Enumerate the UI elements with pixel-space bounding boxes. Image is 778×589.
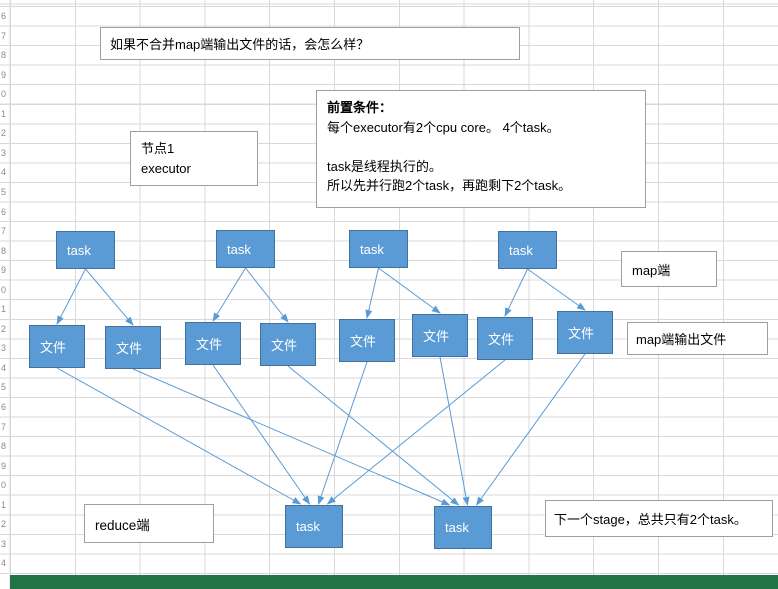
question-note[interactable]: 如果不合并map端输出文件的话，会怎么样？ bbox=[100, 27, 520, 60]
row-number: 1 bbox=[1, 499, 7, 510]
row-number: 2 bbox=[1, 128, 7, 139]
next-stage-note[interactable]: 下一个stage，总共只有2个task。 bbox=[545, 500, 773, 537]
row-number: 8 bbox=[1, 245, 7, 256]
precondition-note[interactable]: 前置条件： 每个executor有2个cpu core。 4个task。 tas… bbox=[316, 90, 646, 208]
row-number: 5 bbox=[1, 186, 7, 197]
row-number: 2 bbox=[1, 519, 7, 530]
file-box[interactable]: 文件 bbox=[185, 322, 241, 365]
node-executor: executor bbox=[141, 160, 191, 176]
map-output-text: map端输出文件 bbox=[636, 332, 727, 347]
file-box[interactable]: 文件 bbox=[105, 326, 161, 369]
file-box[interactable]: 文件 bbox=[29, 325, 85, 368]
file-box[interactable]: 文件 bbox=[557, 311, 613, 354]
precondition-lines: 每个executor有2个cpu core。 4个task。 task是线程执行… bbox=[327, 118, 635, 196]
row-number: 7 bbox=[1, 226, 7, 237]
file-box-label: 文件 bbox=[271, 338, 298, 353]
row-number: 0 bbox=[1, 480, 7, 491]
map-task-box-label: task bbox=[227, 241, 251, 257]
map-task-box[interactable]: task bbox=[216, 230, 275, 268]
map-task-box[interactable]: task bbox=[349, 230, 408, 268]
row-number: 7 bbox=[1, 421, 7, 432]
row-number: 6 bbox=[1, 206, 7, 217]
row-number: 7 bbox=[1, 30, 7, 41]
row-number: 3 bbox=[1, 538, 7, 549]
file-box-label: 文件 bbox=[350, 334, 377, 349]
map-output-label[interactable]: map端输出文件 bbox=[627, 322, 768, 355]
row-number: 9 bbox=[1, 265, 7, 276]
row-number: 1 bbox=[1, 108, 7, 119]
question-text: 如果不合并map端输出文件的话，会怎么样？ bbox=[110, 37, 370, 52]
row-number: 6 bbox=[1, 402, 7, 412]
file-box-label: 文件 bbox=[488, 332, 515, 347]
node-label-note[interactable]: 节点1 executor bbox=[130, 131, 258, 186]
node-name: 节点1 bbox=[141, 141, 175, 156]
file-box[interactable]: 文件 bbox=[260, 323, 316, 366]
row-number: 2 bbox=[1, 323, 7, 334]
precondition-line: task是线程执行的。 bbox=[327, 158, 442, 174]
precondition-line: 每个executor有2个cpu core。 4个task。 bbox=[327, 119, 560, 135]
row-number: 8 bbox=[1, 50, 7, 61]
sheet-status-bar bbox=[10, 575, 778, 589]
row-number: 1 bbox=[1, 304, 7, 315]
reduce-task-box-label: task bbox=[445, 520, 469, 535]
file-box[interactable]: 文件 bbox=[412, 314, 468, 357]
map-task-box-label: task bbox=[67, 242, 91, 258]
row-number: 9 bbox=[1, 69, 7, 80]
row-number: 4 bbox=[1, 362, 7, 373]
row-number: 3 bbox=[1, 147, 7, 158]
file-box[interactable]: 文件 bbox=[339, 319, 395, 362]
precondition-title: 前置条件： bbox=[327, 100, 393, 115]
row-number: 8 bbox=[1, 441, 7, 452]
precondition-line: 所以先并行跑2个task，再跑剩下2个task。 bbox=[327, 178, 572, 193]
row-number: 9 bbox=[1, 460, 7, 471]
row-number: 6 bbox=[1, 11, 7, 21]
file-box-label: 文件 bbox=[196, 337, 223, 352]
map-side-label[interactable]: map端 bbox=[621, 251, 717, 287]
reduce-side-text: reduce端 bbox=[95, 517, 150, 533]
reduce-task-box-label: task bbox=[296, 519, 320, 534]
reduce-task-box[interactable]: task bbox=[285, 505, 343, 548]
map-task-box-label: task bbox=[509, 242, 533, 258]
reduce-side-label[interactable]: reduce端 bbox=[84, 504, 214, 543]
next-stage-text: 下一个stage，总共只有2个task。 bbox=[554, 512, 747, 527]
file-box-label: 文件 bbox=[423, 329, 450, 344]
precondition-line bbox=[327, 137, 635, 157]
map-side-text: map端 bbox=[632, 262, 671, 278]
file-box-label: 文件 bbox=[116, 341, 143, 356]
reduce-task-box[interactable]: task bbox=[434, 506, 492, 549]
row-number-column: 6 7 8 9 0 1 2 3 4 5 6 7 8 9 0 1 2 3 4 5 6 7 8 9 0 1 2 3 4 bbox=[0, 0, 10, 589]
file-box[interactable]: 文件 bbox=[477, 317, 533, 360]
row-number: 3 bbox=[1, 343, 7, 354]
map-task-box[interactable]: task bbox=[498, 231, 557, 269]
row-number: 4 bbox=[1, 558, 7, 569]
row-number: 0 bbox=[1, 89, 7, 100]
file-box-label: 文件 bbox=[568, 326, 595, 341]
row-number: 5 bbox=[1, 382, 7, 393]
map-task-box[interactable]: task bbox=[56, 231, 115, 269]
map-task-box-label: task bbox=[360, 241, 384, 257]
row-number: 4 bbox=[1, 167, 7, 178]
row-number: 0 bbox=[1, 284, 7, 295]
file-box-label: 文件 bbox=[40, 340, 67, 355]
